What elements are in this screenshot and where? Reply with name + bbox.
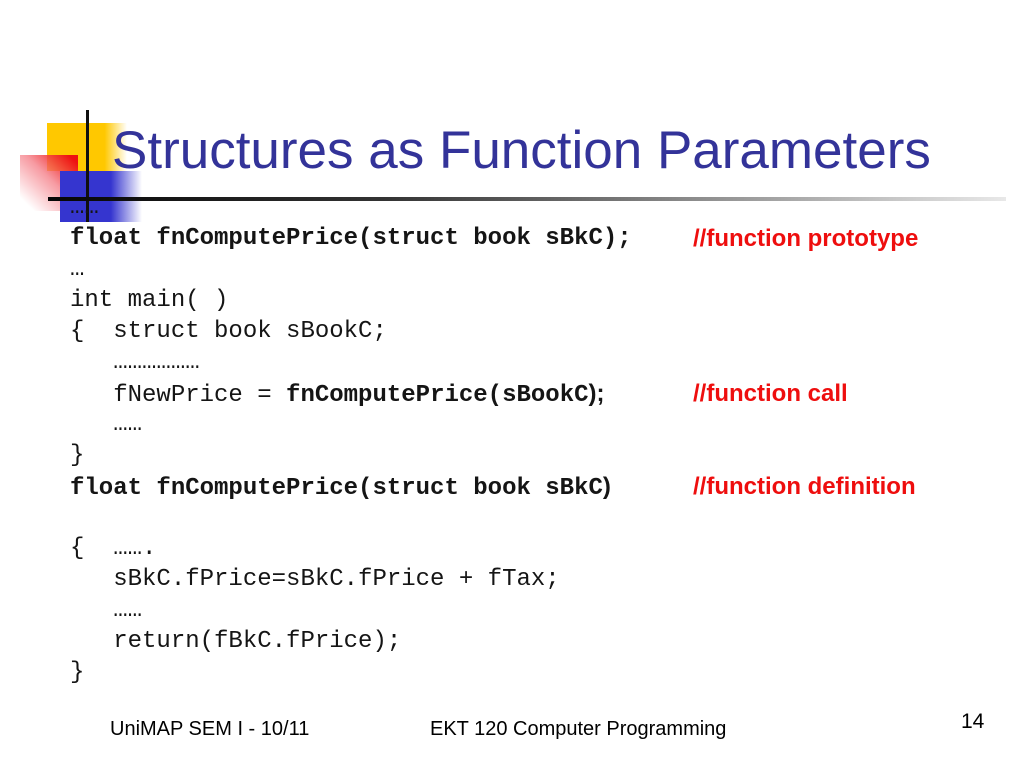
- slide-page-number: 14: [961, 710, 985, 733]
- code-segment: { struct book sBookC;: [70, 318, 387, 345]
- code-segment: float fnComputePrice(struct book sBkC);: [70, 225, 632, 252]
- code-line: ………………: [70, 347, 1010, 378]
- code-line: ……: [70, 409, 1010, 440]
- code-segment: return(fBkC.fPrice);: [70, 628, 402, 655]
- code-segment: fNewPrice =: [70, 382, 287, 409]
- code-segment: ………………: [70, 349, 200, 376]
- code-comment: //function definition: [693, 473, 916, 500]
- code-segment: ……: [70, 194, 99, 221]
- code-line: }: [70, 657, 1010, 688]
- code-segment: ): [602, 473, 611, 500]
- code-segment: );: [588, 380, 605, 407]
- code-line: float fnComputePrice(struct book sBkC) //…: [70, 471, 1010, 502]
- code-line: return(fBkC.fPrice);: [70, 626, 1010, 657]
- accent-blue-square: [60, 171, 142, 222]
- slide-title: Structures as Function Parameters: [112, 121, 931, 180]
- code-line: float fnComputePrice(struct book sBkC); /…: [70, 223, 1010, 254]
- code-line: { struct book sBookC;: [70, 316, 1010, 347]
- code-segment: sBkC.fPrice=sBkC.fPrice + fTax;: [70, 566, 560, 593]
- code-comment: //function prototype: [693, 225, 919, 252]
- code-line: …: [70, 254, 1010, 285]
- title-divider-line: [48, 197, 1006, 201]
- code-segment: int main( ): [70, 287, 229, 314]
- code-comment: //function call: [693, 380, 848, 407]
- code-segment: …: [70, 256, 85, 283]
- code-line: sBkC.fPrice=sBkC.fPrice + fTax;: [70, 564, 1010, 595]
- footer-course-session: UniMAP SEM I - 10/11: [110, 718, 310, 740]
- footer-course-name: EKT 120 Computer Programming: [430, 718, 727, 740]
- code-segment: }: [70, 442, 85, 469]
- code-segment: ……: [70, 411, 143, 438]
- code-line: [70, 502, 1010, 533]
- code-segment: fnComputePrice(sBookC: [286, 382, 589, 409]
- code-segment: { …….: [70, 535, 157, 562]
- vertical-accent-line: [86, 110, 89, 222]
- code-line: ……: [70, 595, 1010, 626]
- code-block: ……float fnComputePrice(struct book sBkC)…: [70, 192, 1010, 688]
- code-segment: float fnComputePrice(struct book sBkC: [70, 475, 603, 502]
- code-line: ……: [70, 192, 1010, 223]
- code-line: }: [70, 440, 1010, 471]
- code-line: int main( ): [70, 285, 1010, 316]
- code-segment: ……: [70, 597, 143, 624]
- code-segment: }: [70, 659, 85, 686]
- code-line: fNewPrice = fnComputePrice(sBookC); //fun…: [70, 378, 1010, 409]
- code-line: { …….: [70, 533, 1010, 564]
